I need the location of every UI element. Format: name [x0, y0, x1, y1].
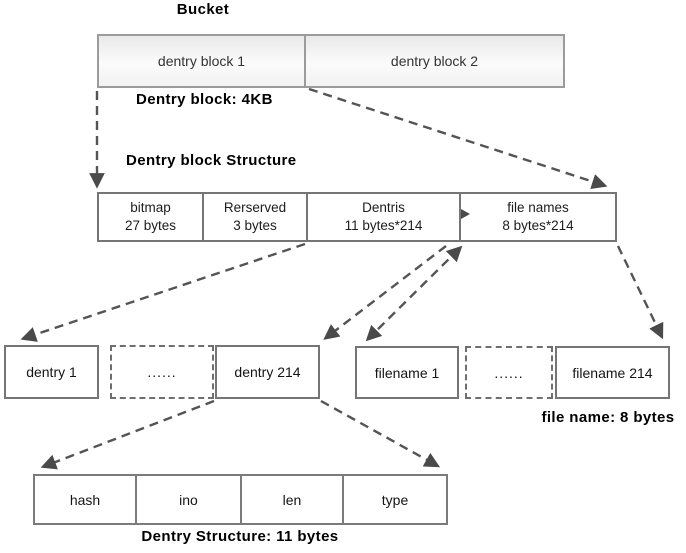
file-names-cell-line1: file names: [507, 200, 569, 215]
dentris-cell-line2: 11 bytes*214: [344, 218, 423, 233]
dentry-structure-size-label: Dentry Structure: 11 bytes: [141, 528, 339, 545]
connector-filenames-to-filename214: [616, 245, 664, 340]
dentry-block-structure-label: Dentry block Structure: [126, 152, 297, 169]
dentry-ellipsis-box: ......: [110, 345, 214, 399]
reserved-cell-line2: 3 bytes: [233, 218, 277, 233]
connector-dentry-to-hash: [40, 399, 215, 470]
connector-block2-to-structure: [308, 87, 608, 190]
len-cell: len: [242, 476, 344, 523]
dentris-cell-line1: Dentris: [362, 200, 405, 215]
dentry-list-row: dentry 1 ...... dentry 214: [4, 345, 320, 399]
dentry-block-2-cell: dentry block 2: [390, 53, 479, 69]
dentry-1-box: dentry 1: [4, 345, 99, 399]
bitmap-cell-line1: bitmap: [130, 200, 171, 215]
bitmap-cell-line2: 27 bytes: [124, 218, 177, 233]
type-cell: type: [381, 491, 409, 508]
ino-cell: ino: [137, 476, 242, 523]
hash-cell: hash: [35, 476, 137, 523]
dentry-structure-box: hash ino len type: [33, 474, 448, 525]
bitmap-cell: bitmap 27 bytes: [99, 194, 204, 240]
filename-1-box: filename 1: [355, 346, 459, 399]
dentry-block-1-cell: dentry block 1: [99, 36, 306, 86]
filename-ellipsis-box: ......: [465, 346, 553, 399]
dentry-block-size-label: Dentry block: 4KB: [136, 91, 273, 108]
filename-214-box: filename 214: [555, 346, 670, 399]
file-names-cell-line2: 8 bytes*214: [502, 218, 574, 233]
connector-structure-to-dentry1: [20, 242, 306, 342]
connector-dentry-to-type: [320, 399, 441, 468]
dentry-214-box: dentry 214: [215, 345, 320, 399]
bucket-title: Bucket: [176, 1, 230, 18]
file-name-size-label: file name: 8 bytes: [541, 409, 675, 426]
connector-dentry214-filenames: [365, 245, 463, 342]
reserved-cell: Rerserved 3 bytes: [204, 194, 308, 240]
dentris-cell: Dentris 11 bytes*214: [308, 194, 461, 240]
reserved-cell-line1: Rerserved: [223, 200, 287, 215]
dentris-to-filenames-arrow-icon: [461, 209, 470, 219]
filename-list-row: filename 1 ...... filename 214: [355, 346, 670, 399]
dentry-block-structure-box: bitmap 27 bytes Rerserved 3 bytes Dentri…: [97, 192, 617, 242]
file-names-cell: file names 8 bytes*214: [461, 194, 615, 240]
connector-dentris-to-dentry214: [323, 245, 447, 340]
bucket-box: dentry block 1 dentry block 2: [97, 34, 565, 88]
